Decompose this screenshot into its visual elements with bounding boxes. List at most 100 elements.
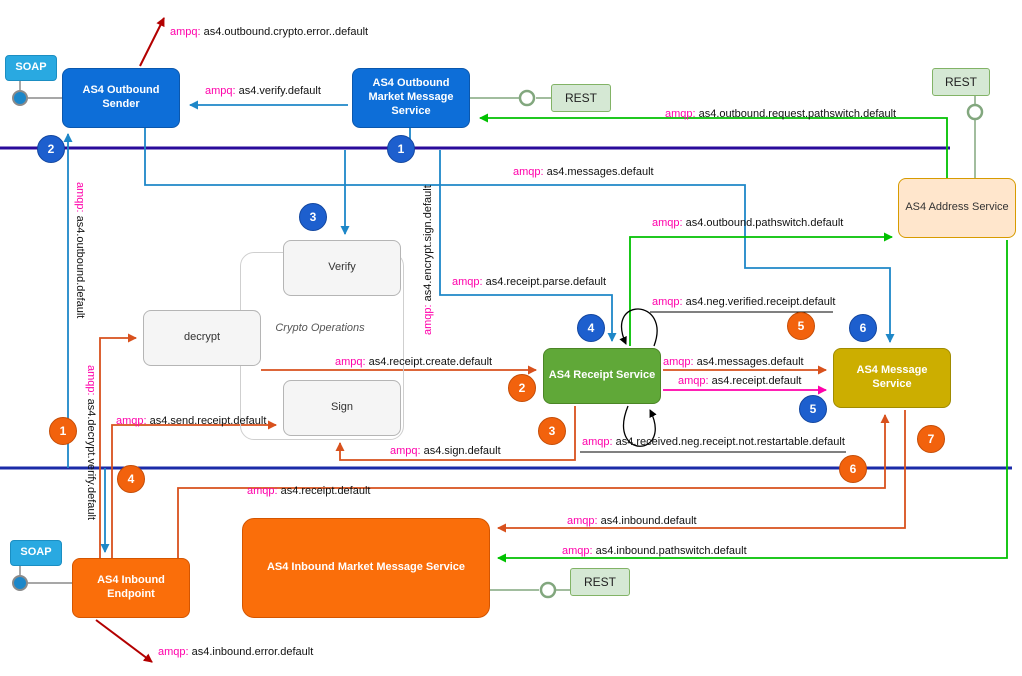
edge-inbound-error	[95, 619, 153, 663]
queue-label-outbound-crypto-error: ampq:as4.outbound.crypto.error..default	[170, 26, 368, 38]
inbound-endpoint-node[interactable]: AS4 Inbound Endpoint	[72, 558, 190, 618]
queue-prefix: amqp:	[74, 182, 86, 213]
queue-prefix: amqp:	[562, 545, 593, 557]
step-badge-blue-2: 2	[37, 135, 65, 163]
queue-label-inbound-error: amqp:as4.inbound.error.default	[158, 646, 313, 658]
edge-outbound-crypto-error	[139, 17, 165, 67]
queue-label-send-receipt: amqp:as4.send.receipt.default	[116, 415, 266, 427]
queue-label-outbound-default: amqp: as4.outbound.default	[74, 182, 86, 318]
queue-label-sign-default: ampq:as4.sign.default	[390, 445, 501, 457]
edge-outbound-request-pathswitch	[479, 113, 948, 178]
outbound-market-message-service-node[interactable]: AS4 Outbound Market Message Service	[352, 68, 470, 128]
queue-label-encrypt-sign: amqp:as4.encrypt.sign.default	[422, 185, 434, 335]
queue-prefix: amqp:	[247, 485, 278, 497]
step-badge-blue-4: 4	[577, 314, 605, 342]
inbound-market-message-service-node[interactable]: AS4 Inbound Market Message Service	[242, 518, 490, 618]
step-badge-orange-1: 1	[49, 417, 77, 445]
queue-prefix: amqp:	[678, 375, 709, 387]
decrypt-node[interactable]: decrypt	[143, 310, 261, 366]
queue-label-receipt-default-mid: amqp:as4.receipt.default	[678, 375, 801, 387]
outbound-sender-node[interactable]: AS4 Outbound Sender	[62, 68, 180, 128]
step-badge-orange-5: 5	[787, 312, 815, 340]
step-badge-orange-6: 6	[839, 455, 867, 483]
queue-prefix: ampq:	[335, 356, 366, 368]
rest-interface-circle-bottom	[539, 581, 557, 599]
edge-receipt-default-bottom	[177, 414, 890, 558]
queue-prefix: amqp:	[158, 646, 189, 658]
queue-label-messages-mid: amqp:as4.messages.default	[663, 356, 804, 368]
edge-encrypt-sign-receipt-parse	[439, 150, 617, 342]
queue-prefix: amqp:	[85, 365, 97, 396]
queue-name: as4.inbound.pathswitch.default	[595, 545, 747, 557]
step-badge-blue-1: 1	[387, 135, 415, 163]
edge-messages-to-message-service	[144, 128, 895, 343]
queue-label-neg-verified-receipt: amqp:as4.neg.verified.receipt.default	[652, 296, 835, 308]
queue-prefix: ampq:	[390, 445, 421, 457]
queue-name: as4.outbound.pathswitch.default	[685, 217, 844, 229]
queue-name: as4.decrypt.verify.default	[85, 398, 97, 521]
queue-label-messages-top: amqp:as4.messages.default	[513, 166, 654, 178]
queue-name: as4.inbound.error.default	[191, 646, 314, 658]
queue-name: as4.receipt.default	[280, 485, 371, 497]
queue-name: as4.verify.default	[238, 85, 321, 97]
message-service-node[interactable]: AS4 Message Service	[833, 348, 951, 408]
queue-name: as4.outbound.default	[74, 215, 86, 319]
queue-name: as4.inbound.default	[600, 515, 697, 527]
queue-prefix: amqp:	[652, 217, 683, 229]
sign-node[interactable]: Sign	[283, 380, 401, 436]
edge-send-receipt	[111, 420, 277, 558]
rest-interface-circle-top-right	[966, 103, 984, 121]
edge-inbound-default	[497, 410, 906, 533]
queue-prefix: ampq:	[170, 26, 201, 38]
queue-label-verify: ampq:as4.verify.default	[205, 85, 321, 97]
queue-label-receipt-create: ampq:as4.receipt.create.default	[335, 356, 492, 368]
rest-node-mid: REST	[551, 84, 611, 112]
soap-provider-ball-top	[12, 90, 28, 106]
soap-node-top: SOAP	[5, 55, 57, 81]
queue-label-inbound-pathswitch: amqp:as4.inbound.pathswitch.default	[562, 545, 747, 557]
queue-prefix: amqp:	[582, 436, 613, 448]
edge-decrypt-verify	[99, 333, 137, 558]
loop-neg-verified-receipt	[619, 308, 658, 347]
queue-prefix: amqp:	[567, 515, 598, 527]
queue-prefix: amqp:	[452, 276, 483, 288]
crypto-operations-label: Crypto Operations	[275, 322, 365, 334]
receipt-service-node[interactable]: AS4 Receipt Service	[543, 348, 661, 404]
queue-name: as4.receipt.create.default	[368, 356, 493, 368]
edge-sign-default	[335, 406, 576, 461]
queue-name: as4.encrypt.sign.default	[422, 185, 434, 302]
queue-label-receipt-default-bottom: amqp:as4.receipt.default	[247, 485, 370, 497]
step-badge-blue-5: 5	[799, 395, 827, 423]
step-badge-orange-7: 7	[917, 425, 945, 453]
queue-prefix: amqp:	[116, 415, 147, 427]
soap-provider-ball-bottom	[12, 575, 28, 591]
queue-label-outbound-pathswitch: amqp:as4.outbound.pathswitch.default	[652, 217, 843, 229]
queue-name: as4.sign.default	[423, 445, 501, 457]
verify-node[interactable]: Verify	[283, 240, 401, 296]
queue-prefix: amqp:	[652, 296, 683, 308]
queue-label-outbound-request-pathswitch: amqp:as4.outbound.request.pathswitch.def…	[665, 108, 896, 120]
address-service-node[interactable]: AS4 Address Service	[898, 178, 1016, 238]
step-badge-orange-4: 4	[117, 465, 145, 493]
rest-interface-circle-mid	[518, 89, 536, 107]
queue-name: as4.receipt.default	[711, 375, 802, 387]
queue-prefix: amqp:	[663, 356, 694, 368]
step-badge-orange-2: 2	[508, 374, 536, 402]
queue-name: as4.received.neg.receipt.not.restartable…	[615, 436, 845, 448]
rest-node-bottom: REST	[570, 568, 630, 596]
queue-name: as4.outbound.crypto.error..default	[203, 26, 369, 38]
queue-name: as4.neg.verified.receipt.default	[685, 296, 836, 308]
queue-prefix: ampq:	[205, 85, 236, 97]
queue-name: as4.send.receipt.default	[149, 415, 267, 427]
queue-prefix: amqp:	[513, 166, 544, 178]
rest-node-top-right: REST	[932, 68, 990, 96]
edge-inbound-pathswitch	[497, 240, 1008, 563]
queue-name: as4.messages.default	[696, 356, 804, 368]
step-badge-blue-6: 6	[849, 314, 877, 342]
loop-received-neg-receipt	[622, 405, 657, 447]
step-badge-blue-3: 3	[299, 203, 327, 231]
queue-prefix: amqp:	[665, 108, 696, 120]
queue-name: as4.outbound.request.pathswitch.default	[698, 108, 897, 120]
queue-label-inbound-default: amqp:as4.inbound.default	[567, 515, 697, 527]
